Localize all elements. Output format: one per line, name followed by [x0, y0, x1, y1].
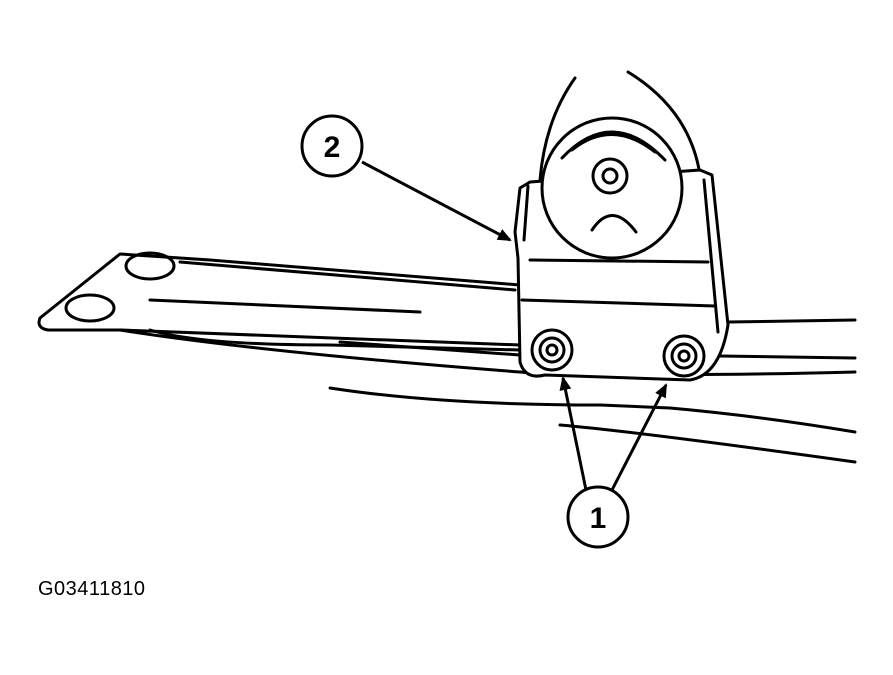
leader-lines	[361, 160, 668, 491]
leader-arrow-1-left	[559, 376, 588, 491]
spring-leaf-3	[338, 340, 522, 357]
bolt-left	[530, 328, 574, 372]
figure-code: G03411810	[38, 578, 146, 600]
insulator-center-hole	[601, 167, 619, 185]
spring-eye-plate	[37, 252, 522, 347]
spring-leaf-top	[178, 260, 517, 292]
spring-leaf-5	[328, 386, 857, 434]
rubber-insulator	[540, 116, 684, 260]
bracket-line-lower	[520, 298, 717, 308]
leader-arrow-1-right	[610, 383, 668, 491]
spring-leaf-6	[558, 423, 857, 464]
insulator-inner-arc-2	[570, 133, 657, 154]
callout-label: 1	[590, 502, 607, 535]
spring-leaf-right-mid	[718, 354, 857, 360]
leaf-spring	[37, 251, 857, 464]
spring-eye-hole-lower	[64, 293, 116, 323]
spring-leaf-2	[148, 328, 522, 352]
bolt-right	[662, 334, 706, 378]
insulator-void	[590, 214, 638, 234]
callout-1: 1	[566, 485, 630, 549]
bracket-line-upper	[528, 258, 710, 264]
callout-2: 2	[300, 114, 364, 178]
spring-eye-hole-upper	[124, 251, 176, 281]
callout-circle-icon	[566, 485, 630, 549]
leader-arrow-2	[361, 160, 512, 242]
callout-circle-icon	[300, 114, 364, 178]
bracket-flange-right	[702, 178, 720, 334]
spring-leaf-right-top	[726, 318, 857, 324]
mount-casting-outline	[538, 70, 702, 182]
spring-leaf-1	[148, 298, 422, 314]
bracket-flange-left	[522, 184, 530, 242]
callout-label: 2	[324, 131, 341, 164]
